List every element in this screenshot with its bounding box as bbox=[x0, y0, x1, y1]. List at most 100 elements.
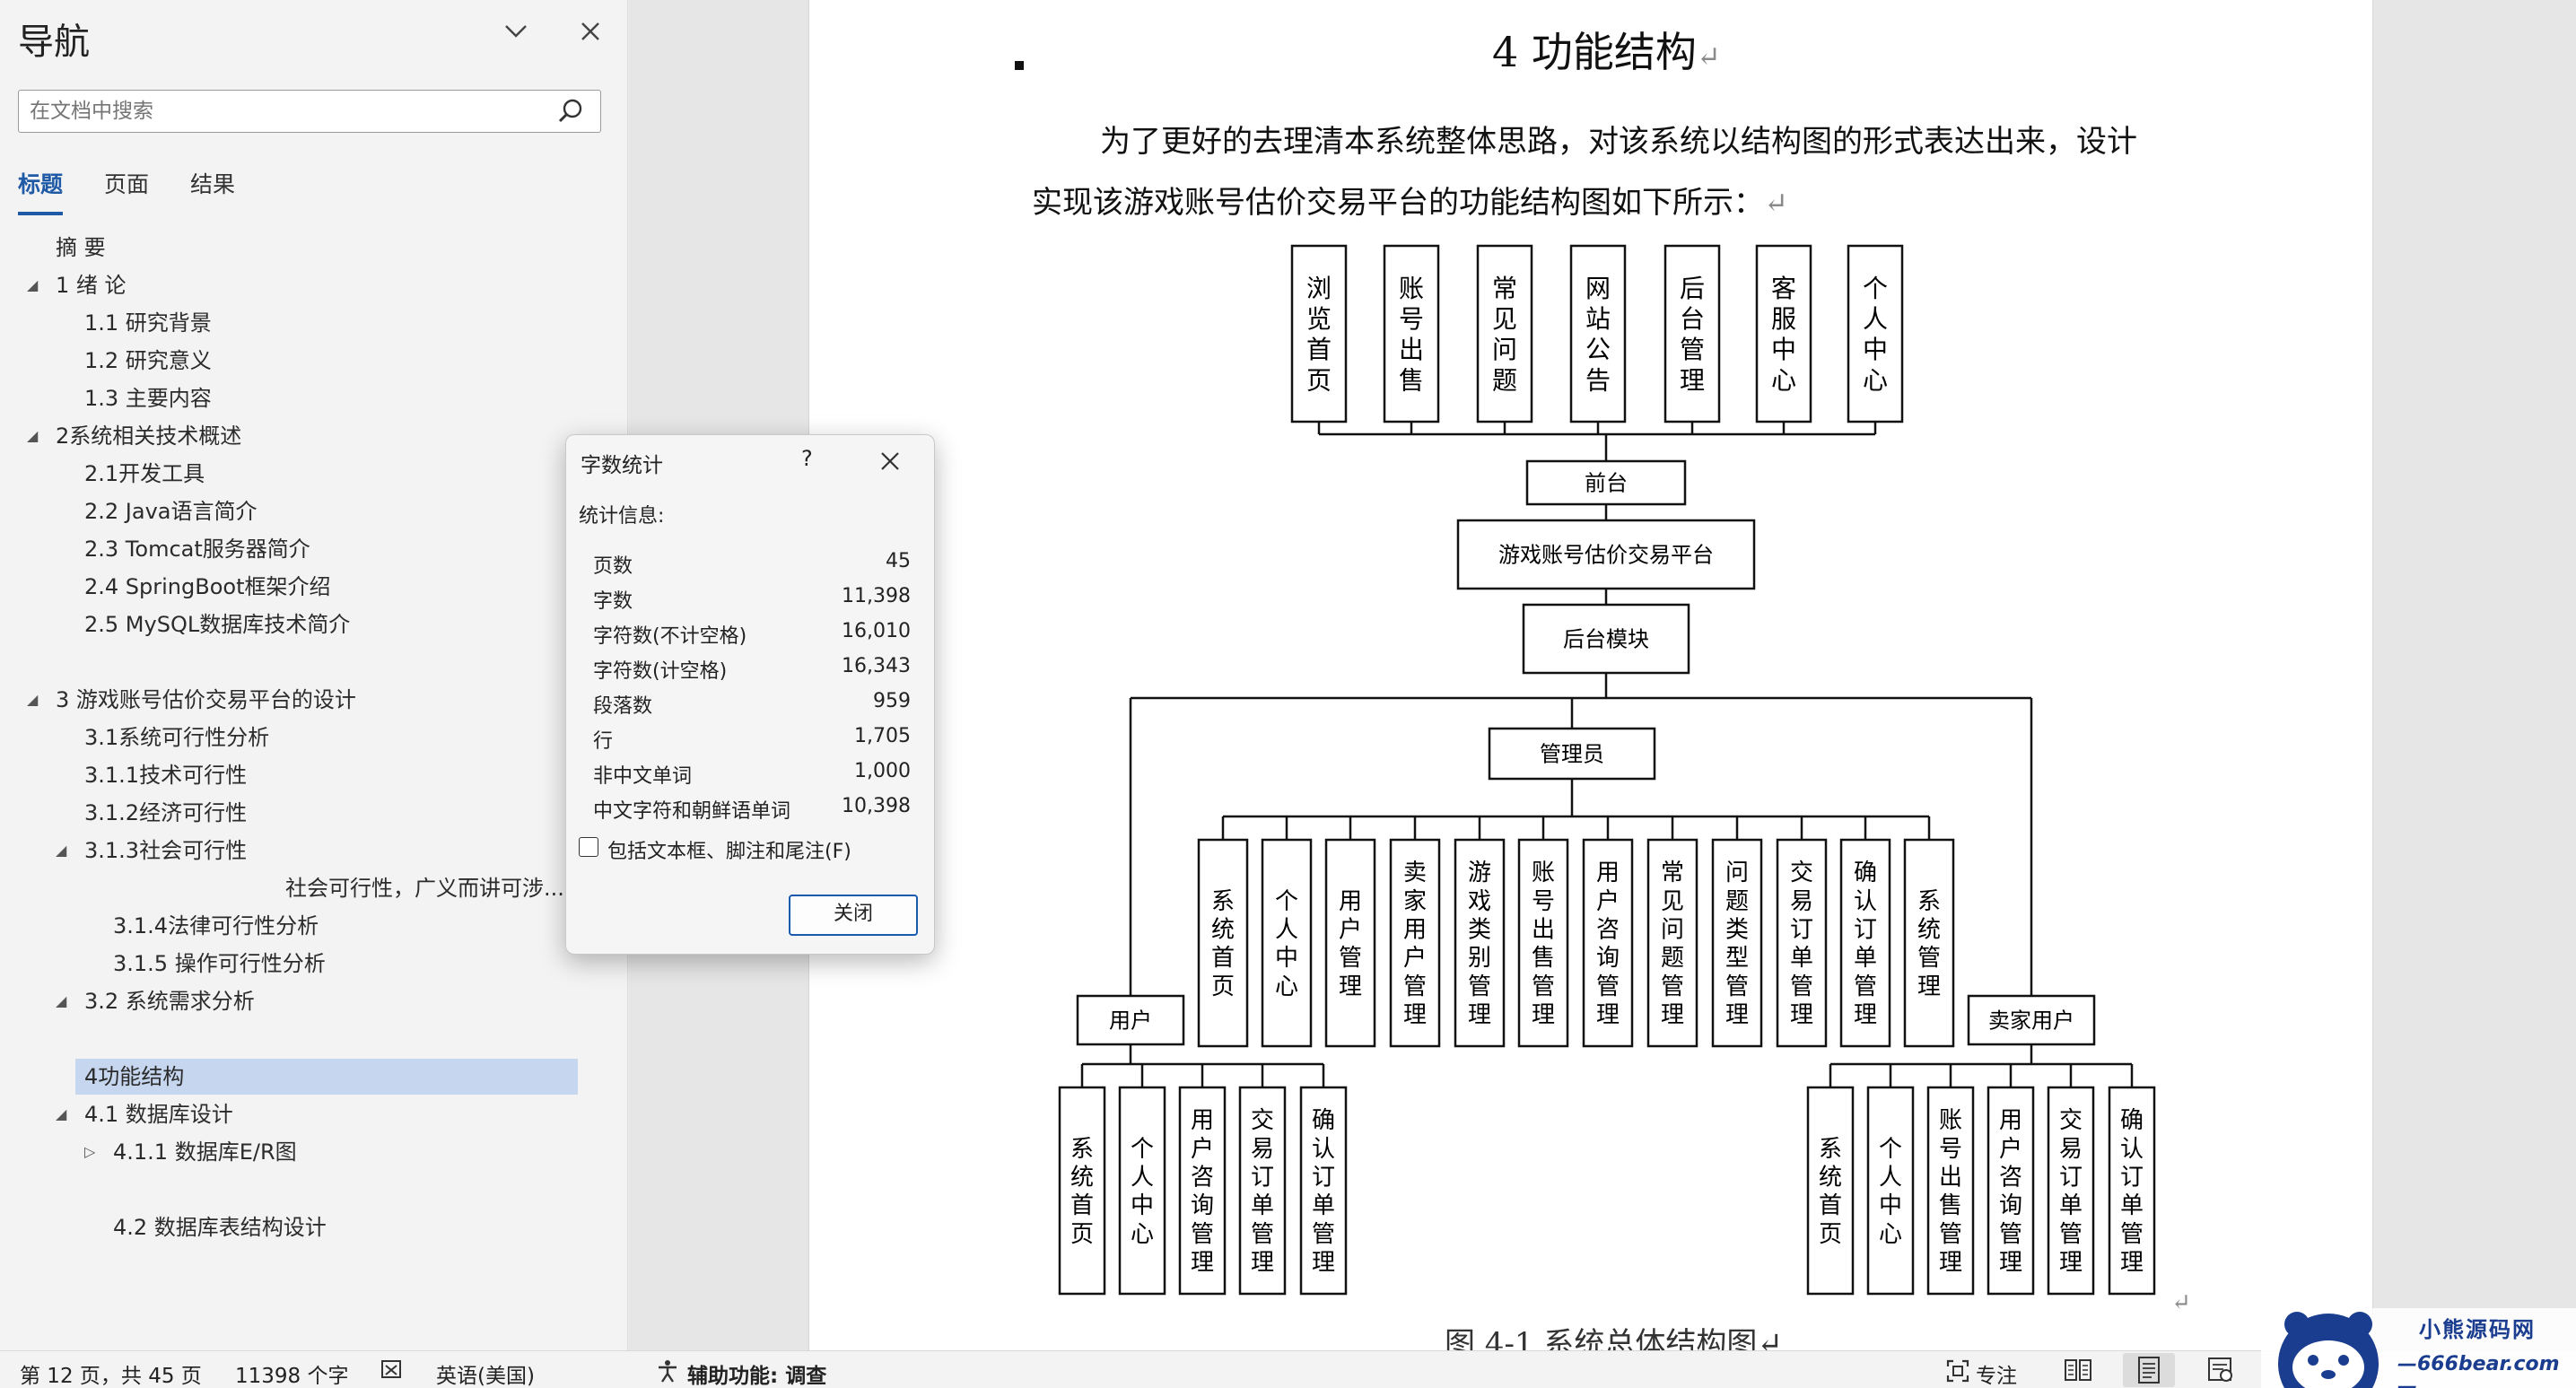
user-module-box[interactable] bbox=[1178, 1086, 1227, 1296]
outline-item-label: 3.1.3社会可行性 bbox=[84, 838, 248, 863]
outline-item[interactable]: ◢3.2 系统需求分析 bbox=[56, 983, 255, 1019]
seller-module-box[interactable] bbox=[1806, 1086, 1855, 1296]
body-paragraph-line-2[interactable]: 实现该游戏账号估价交易平台的功能结构图如下所示：↵ bbox=[1032, 185, 1788, 221]
outline-item[interactable]: ▷ 4.1.1 数据库E/R图 bbox=[84, 1134, 297, 1170]
include-textboxes-checkbox[interactable] bbox=[579, 837, 598, 857]
top-module-box[interactable] bbox=[1476, 244, 1533, 423]
admin-module-box[interactable] bbox=[1454, 838, 1506, 1048]
tab-headings[interactable]: 标题 bbox=[18, 167, 64, 215]
outline-item[interactable]: 3.1.4法律可行性分析 bbox=[113, 908, 319, 944]
outline-item[interactable]: 摘 要 bbox=[56, 230, 106, 266]
seller-module-box[interactable] bbox=[2047, 1086, 2095, 1296]
top-module-box[interactable] bbox=[1383, 244, 1440, 423]
top-module-box[interactable] bbox=[1569, 244, 1627, 423]
close-icon[interactable] bbox=[578, 16, 603, 52]
admin-module-box[interactable] bbox=[1711, 838, 1763, 1048]
front-node-box[interactable] bbox=[1525, 459, 1687, 506]
dialog-close-icon[interactable] bbox=[877, 441, 904, 482]
watermark-logo: 小熊源码网 —666bear.com— bbox=[2261, 1308, 2576, 1388]
outline-item[interactable]: 2.5 MySQL数据库技术简介 bbox=[84, 607, 350, 642]
accessibility-icon[interactable] bbox=[655, 1358, 680, 1388]
outline-item[interactable]: 2.1开发工具 bbox=[84, 456, 205, 492]
outline-item[interactable]: ◢1 绪 论 bbox=[27, 267, 127, 303]
outline-item[interactable]: 4功能结构 bbox=[75, 1059, 578, 1095]
nav-search-box[interactable] bbox=[18, 90, 601, 133]
focus-mode-label[interactable]: 专注 bbox=[1976, 1365, 2017, 1388]
admin-module-box[interactable] bbox=[1517, 838, 1569, 1048]
web-layout-icon[interactable] bbox=[2200, 1353, 2241, 1387]
user-module-box[interactable] bbox=[1299, 1086, 1348, 1296]
language-indicator[interactable]: 英语(美国) bbox=[436, 1365, 535, 1388]
stat-value: 1,705 bbox=[854, 725, 911, 747]
user-module-box[interactable] bbox=[1058, 1086, 1106, 1296]
help-button[interactable]: ? bbox=[801, 446, 813, 471]
collapse-arrow-icon[interactable]: ◢ bbox=[27, 691, 39, 708]
collapse-arrow-icon[interactable]: ◢ bbox=[27, 427, 39, 444]
expand-arrow-icon[interactable]: ▷ bbox=[84, 1143, 96, 1160]
chevron-down-icon[interactable] bbox=[502, 16, 529, 52]
admin-module-box[interactable] bbox=[1261, 838, 1313, 1048]
admin-module-box[interactable] bbox=[1776, 838, 1828, 1048]
read-mode-icon[interactable] bbox=[2058, 1353, 2098, 1387]
outline-item[interactable]: 3.1系统可行性分析 bbox=[84, 720, 269, 755]
outline-item[interactable]: ◢3 游戏账号估价交易平台的设计 bbox=[27, 682, 356, 718]
backend-node-box[interactable] bbox=[1522, 603, 1690, 675]
user-module-box[interactable] bbox=[1118, 1086, 1166, 1296]
outline-item[interactable]: ◢4.1 数据库设计 bbox=[56, 1096, 233, 1132]
body-paragraph-line-1[interactable]: 为了更好的去理清本系统整体思路，对该系统以结构图的形式表达出来，设计 bbox=[1100, 124, 2137, 160]
admin-module-box[interactable] bbox=[1903, 838, 1955, 1048]
section-heading[interactable]: 4 功能结构↵ bbox=[1492, 28, 1721, 76]
tab-results[interactable]: 结果 bbox=[190, 171, 236, 197]
function-structure-diagram[interactable]: 浏览首页账号出售常见问题网站公告后台管理客服中心个人中心前台游戏账号估价交易平台… bbox=[987, 224, 2243, 1328]
top-module-box[interactable] bbox=[1663, 244, 1721, 423]
collapse-arrow-icon[interactable]: ◢ bbox=[56, 842, 67, 859]
top-module-box[interactable] bbox=[1755, 244, 1812, 423]
tab-pages[interactable]: 页面 bbox=[104, 171, 150, 197]
outline-item[interactable]: 3.1.1技术可行性 bbox=[84, 757, 247, 793]
accessibility-status[interactable]: 辅助功能: 调查 bbox=[687, 1365, 827, 1388]
admin-module-box[interactable] bbox=[1582, 838, 1634, 1048]
outline-item[interactable]: 1.2 研究意义 bbox=[84, 343, 212, 379]
search-input[interactable] bbox=[19, 91, 521, 132]
admin-node-box[interactable] bbox=[1488, 727, 1656, 781]
seller-module-box[interactable] bbox=[1987, 1086, 2035, 1296]
collapse-arrow-icon[interactable]: ◢ bbox=[56, 992, 67, 1009]
top-module-label: 账号出售 bbox=[1399, 274, 1424, 395]
seller-module-box[interactable] bbox=[1926, 1086, 1975, 1296]
collapse-arrow-icon[interactable]: ◢ bbox=[27, 276, 39, 293]
outline-item[interactable]: ◢ 3.1.3社会可行性 bbox=[56, 833, 248, 869]
outline-item[interactable]: 2.4 SpringBoot框架介绍 bbox=[84, 569, 331, 605]
outline-item[interactable]: 社会可行性，广义而讲可涉... bbox=[285, 870, 564, 906]
proofing-icon[interactable] bbox=[380, 1358, 406, 1387]
print-layout-icon[interactable] bbox=[2123, 1353, 2175, 1387]
outline-item[interactable]: 1.1 研究背景 bbox=[84, 305, 212, 341]
seller-module-box[interactable] bbox=[1866, 1086, 1915, 1296]
admin-module-box[interactable] bbox=[1197, 838, 1249, 1048]
admin-module-box[interactable] bbox=[1389, 838, 1441, 1048]
close-button[interactable]: 关闭 bbox=[789, 895, 918, 936]
word-count[interactable]: 11398 个字 bbox=[235, 1365, 349, 1388]
page-count[interactable]: 第 12 页，共 45 页 bbox=[20, 1365, 202, 1388]
outline-item[interactable]: 1.3 主要内容 bbox=[84, 380, 212, 416]
focus-icon[interactable] bbox=[1945, 1358, 1970, 1388]
seller-module-box[interactable] bbox=[2108, 1086, 2156, 1296]
outline-item-label: 4.1.1 数据库E/R图 bbox=[113, 1139, 297, 1165]
admin-module-label: 卖家用户管理 bbox=[1403, 860, 1427, 1029]
outline-item[interactable]: 3.1.5 操作可行性分析 bbox=[113, 946, 326, 982]
user-module-box[interactable] bbox=[1238, 1086, 1287, 1296]
top-module-box[interactable] bbox=[1290, 244, 1348, 423]
top-module-box[interactable] bbox=[1847, 244, 1904, 423]
admin-module-box[interactable] bbox=[1839, 838, 1891, 1048]
search-icon[interactable] bbox=[557, 97, 586, 126]
outline-item[interactable]: 3.1.2经济可行性 bbox=[84, 795, 247, 831]
outline-item[interactable]: 4.2 数据库表结构设计 bbox=[113, 1209, 327, 1245]
collapse-arrow-icon[interactable]: ◢ bbox=[56, 1105, 67, 1122]
seller-node-box[interactable] bbox=[1967, 994, 2096, 1046]
admin-module-box[interactable] bbox=[1324, 838, 1376, 1048]
admin-module-box[interactable] bbox=[1646, 838, 1698, 1048]
outline-item[interactable]: ◢2系统相关技术概述 bbox=[27, 418, 241, 454]
outline-item[interactable]: 2.3 Tomcat服务器简介 bbox=[84, 531, 310, 567]
outline-item[interactable]: 2.2 Java语言简介 bbox=[84, 493, 258, 529]
